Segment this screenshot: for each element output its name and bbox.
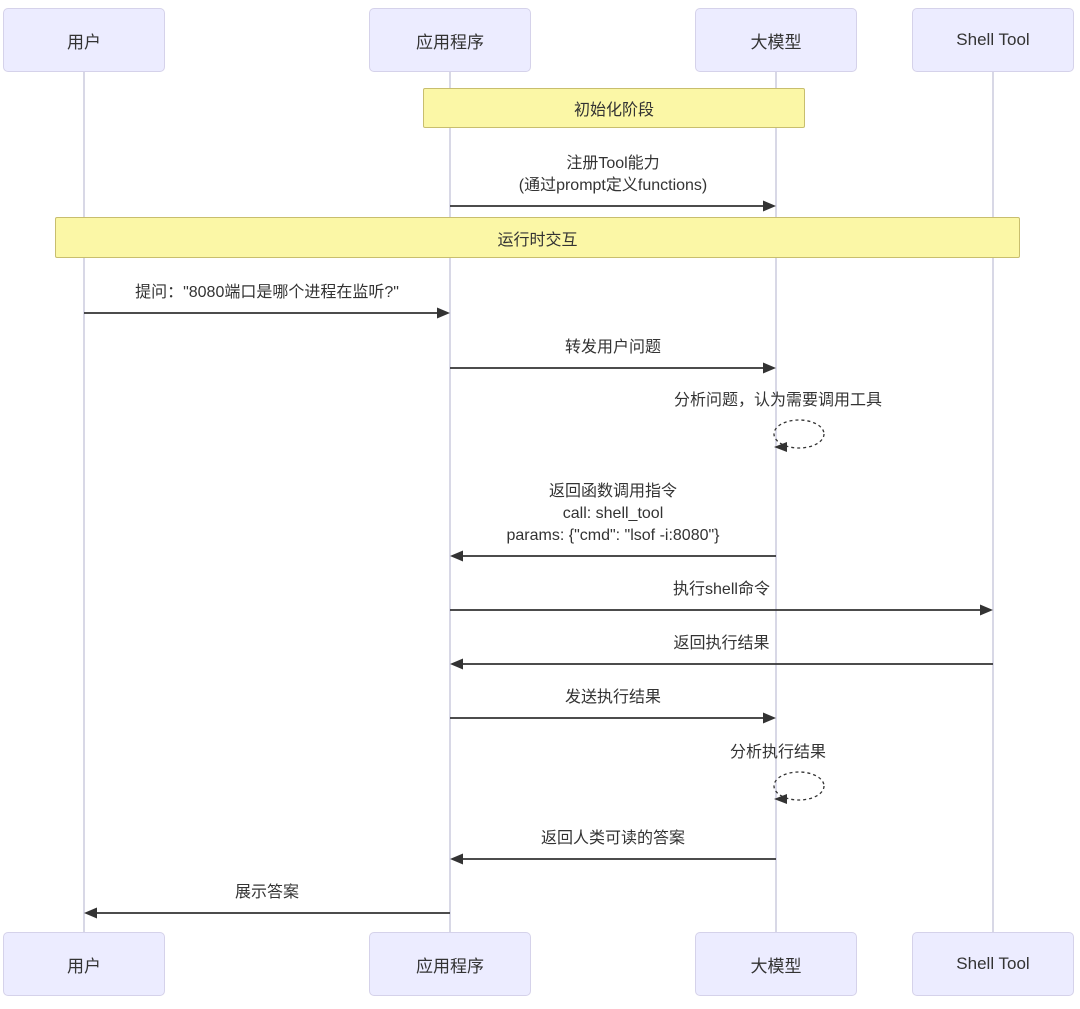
self-loop-ellipse-5 bbox=[773, 419, 825, 449]
self-loop-ellipse-10 bbox=[773, 771, 825, 801]
phase-banner-runtime: 运行时交互 bbox=[55, 217, 1020, 258]
participant-llm-top: 大模型 bbox=[695, 8, 857, 72]
message-label-9: 发送执行结果 bbox=[393, 687, 833, 709]
message-text-line: 分析执行结果 bbox=[729, 744, 826, 761]
participant-user-bottom: 用户 bbox=[3, 932, 165, 996]
message-text-line: params: {"cmd": "lsof -i:8080"} bbox=[506, 527, 720, 544]
participant-llm-bottom: 大模型 bbox=[695, 932, 857, 996]
message-label-6: 返回函数调用指令 call: shell_tool params: {"cmd": … bbox=[393, 481, 833, 547]
message-arrowhead-8 bbox=[450, 658, 463, 670]
message-label-7: 执行shell命令 bbox=[502, 579, 942, 601]
message-text-line: 返回执行结果 bbox=[673, 635, 770, 652]
self-message-label-5: 分析问题，认为需要调用工具 bbox=[558, 390, 998, 412]
message-label-11: 返回人类可读的答案 bbox=[393, 828, 833, 850]
participant-label: Shell Tool bbox=[956, 954, 1030, 973]
phase-label: 初始化阶段 bbox=[573, 102, 654, 119]
message-arrowhead-11 bbox=[450, 853, 463, 865]
participant-shell-bottom: Shell Tool bbox=[912, 932, 1074, 996]
message-arrowhead-3 bbox=[437, 307, 450, 319]
message-label-4: 转发用户问题 bbox=[393, 337, 833, 359]
participant-user-top: 用户 bbox=[3, 8, 165, 72]
message-text-line: 发送执行结果 bbox=[564, 689, 661, 706]
message-text-line: 注册Tool能力 bbox=[566, 155, 660, 172]
message-arrowhead-7 bbox=[980, 604, 993, 616]
message-text-line: 分析问题，认为需要调用工具 bbox=[673, 392, 882, 409]
message-text-line: 提问："8080端口是哪个进程在监听?" bbox=[135, 284, 399, 301]
message-label-8: 返回执行结果 bbox=[502, 633, 942, 655]
participant-label: 大模型 bbox=[750, 32, 802, 52]
participant-app-bottom: 应用程序 bbox=[369, 932, 531, 996]
message-label-12: 展示答案 bbox=[47, 882, 487, 904]
message-text-line: 执行shell命令 bbox=[673, 581, 770, 598]
message-text-line: 转发用户问题 bbox=[564, 339, 661, 356]
message-arrowhead-12 bbox=[84, 907, 97, 919]
message-arrowhead-6 bbox=[450, 550, 463, 562]
message-label-1: 注册Tool能力 (通过prompt定义functions) bbox=[393, 153, 833, 197]
phase-banner-init: 初始化阶段 bbox=[423, 88, 805, 128]
participant-label: 用户 bbox=[67, 32, 101, 52]
message-arrowhead-9 bbox=[763, 712, 776, 724]
phase-label: 运行时交互 bbox=[497, 231, 578, 249]
message-arrowhead-1 bbox=[763, 200, 776, 212]
participant-label: 应用程序 bbox=[416, 956, 484, 976]
message-text-line: 返回函数调用指令 bbox=[548, 483, 677, 500]
self-loop-arrowhead-5 bbox=[774, 442, 787, 452]
self-message-label-10: 分析执行结果 bbox=[558, 742, 998, 764]
participant-label: 应用程序 bbox=[416, 32, 484, 52]
self-loop-arrowhead-10 bbox=[774, 794, 787, 804]
message-text-line: 返回人类可读的答案 bbox=[540, 830, 685, 847]
message-text-line: call: shell_tool bbox=[562, 505, 664, 522]
participant-label: Shell Tool bbox=[956, 30, 1030, 49]
participant-shell-top: Shell Tool bbox=[912, 8, 1074, 72]
participant-app-top: 应用程序 bbox=[369, 8, 531, 72]
participant-label: 大模型 bbox=[750, 956, 802, 976]
participant-label: 用户 bbox=[67, 956, 101, 976]
message-text-line: (通过prompt定义functions) bbox=[518, 177, 708, 194]
message-text-line: 展示答案 bbox=[234, 884, 299, 901]
message-label-3: 提问："8080端口是哪个进程在监听?" bbox=[47, 282, 487, 304]
message-arrowhead-4 bbox=[763, 362, 776, 374]
